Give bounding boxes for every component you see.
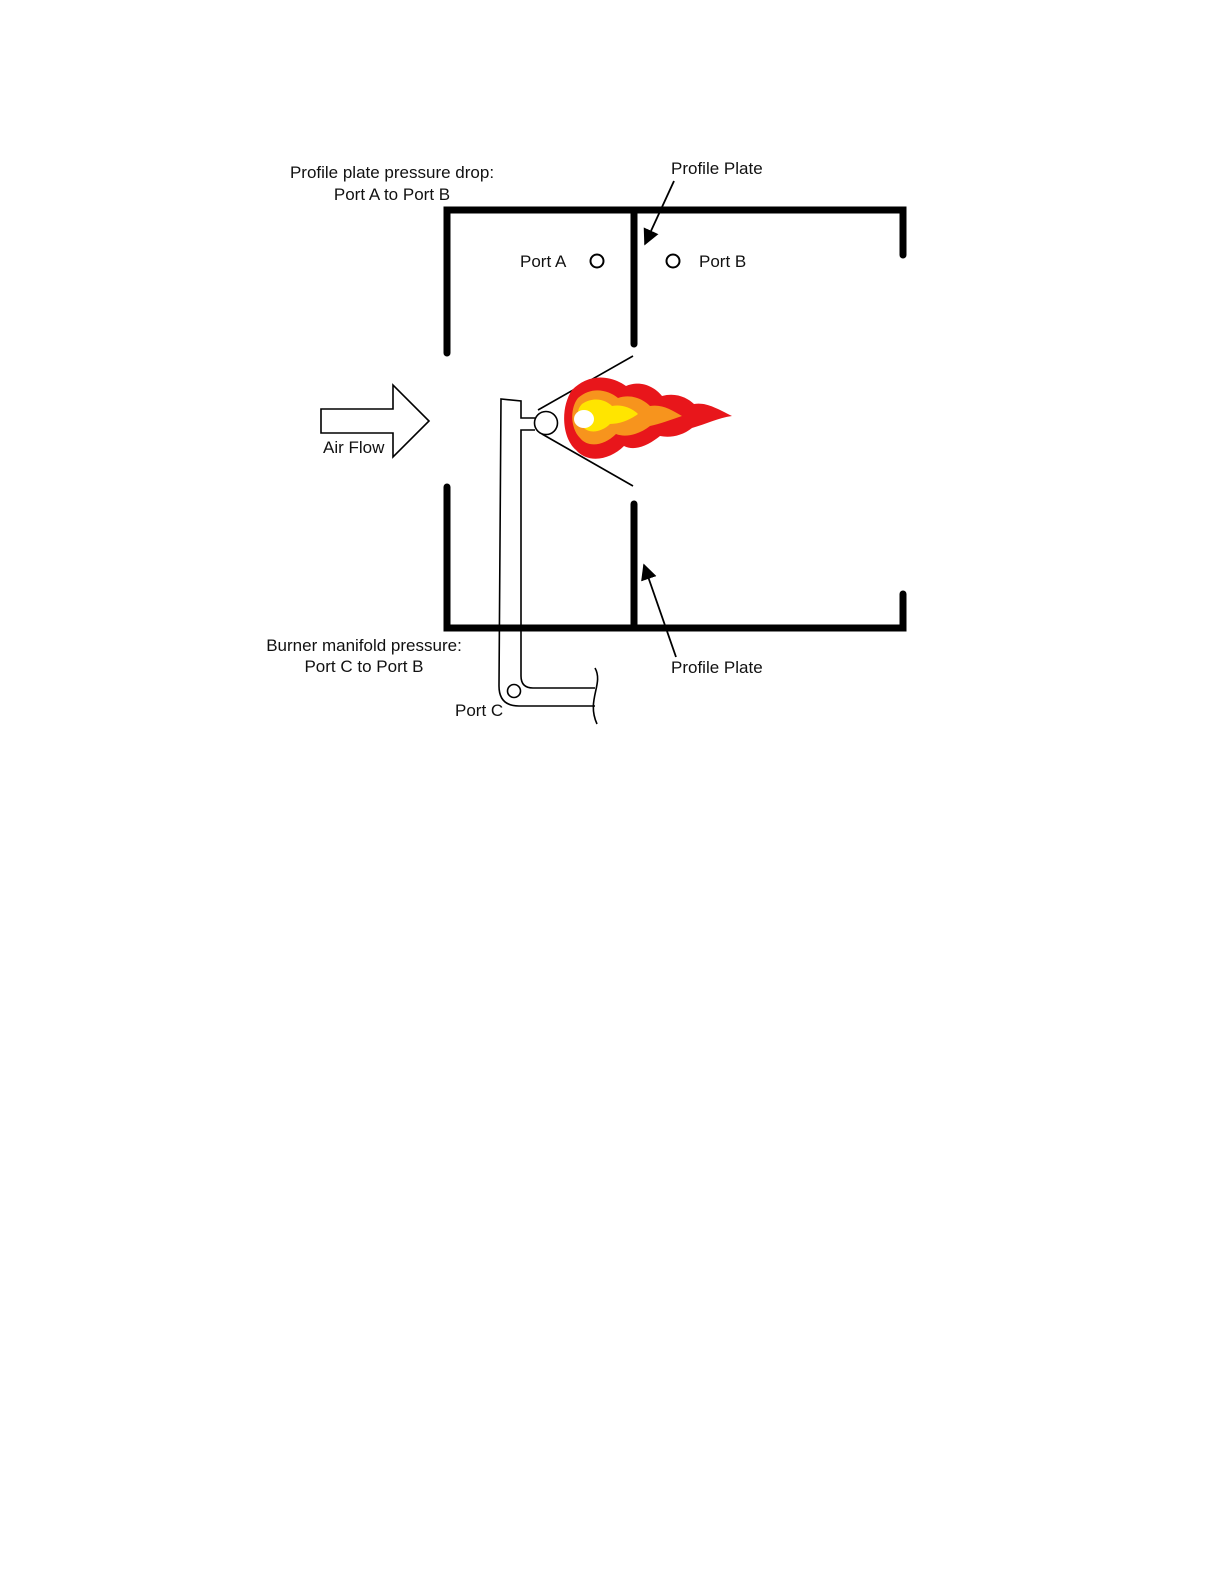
manifold-label-line2: Port C to Port B — [304, 657, 423, 676]
port-a-marker — [591, 255, 604, 268]
profile-drop-label-line2: Port A to Port B — [334, 185, 450, 204]
port-c-label: Port C — [455, 701, 503, 720]
port-c-marker — [508, 685, 521, 698]
port-b-marker — [667, 255, 680, 268]
profile-plate-label-top: Profile Plate — [671, 159, 763, 178]
manifold-label-line1: Burner manifold pressure: — [266, 636, 462, 655]
housing-top-wall — [447, 210, 903, 353]
manifold-pipe-inner — [521, 430, 595, 688]
profile-plate-label-bottom: Profile Plate — [671, 658, 763, 677]
housing-bottom-wall — [447, 487, 903, 628]
leader-arrow-profile-plate-bottom — [644, 565, 676, 657]
air-flow-label: Air Flow — [323, 438, 385, 457]
profile-drop-label-line1: Profile plate pressure drop: — [290, 163, 494, 182]
flame-icon — [564, 378, 732, 459]
port-b-label: Port B — [699, 252, 746, 271]
burner-nozzle — [535, 412, 558, 435]
port-a-label: Port A — [520, 252, 567, 271]
pipe-break-mark — [593, 668, 597, 724]
